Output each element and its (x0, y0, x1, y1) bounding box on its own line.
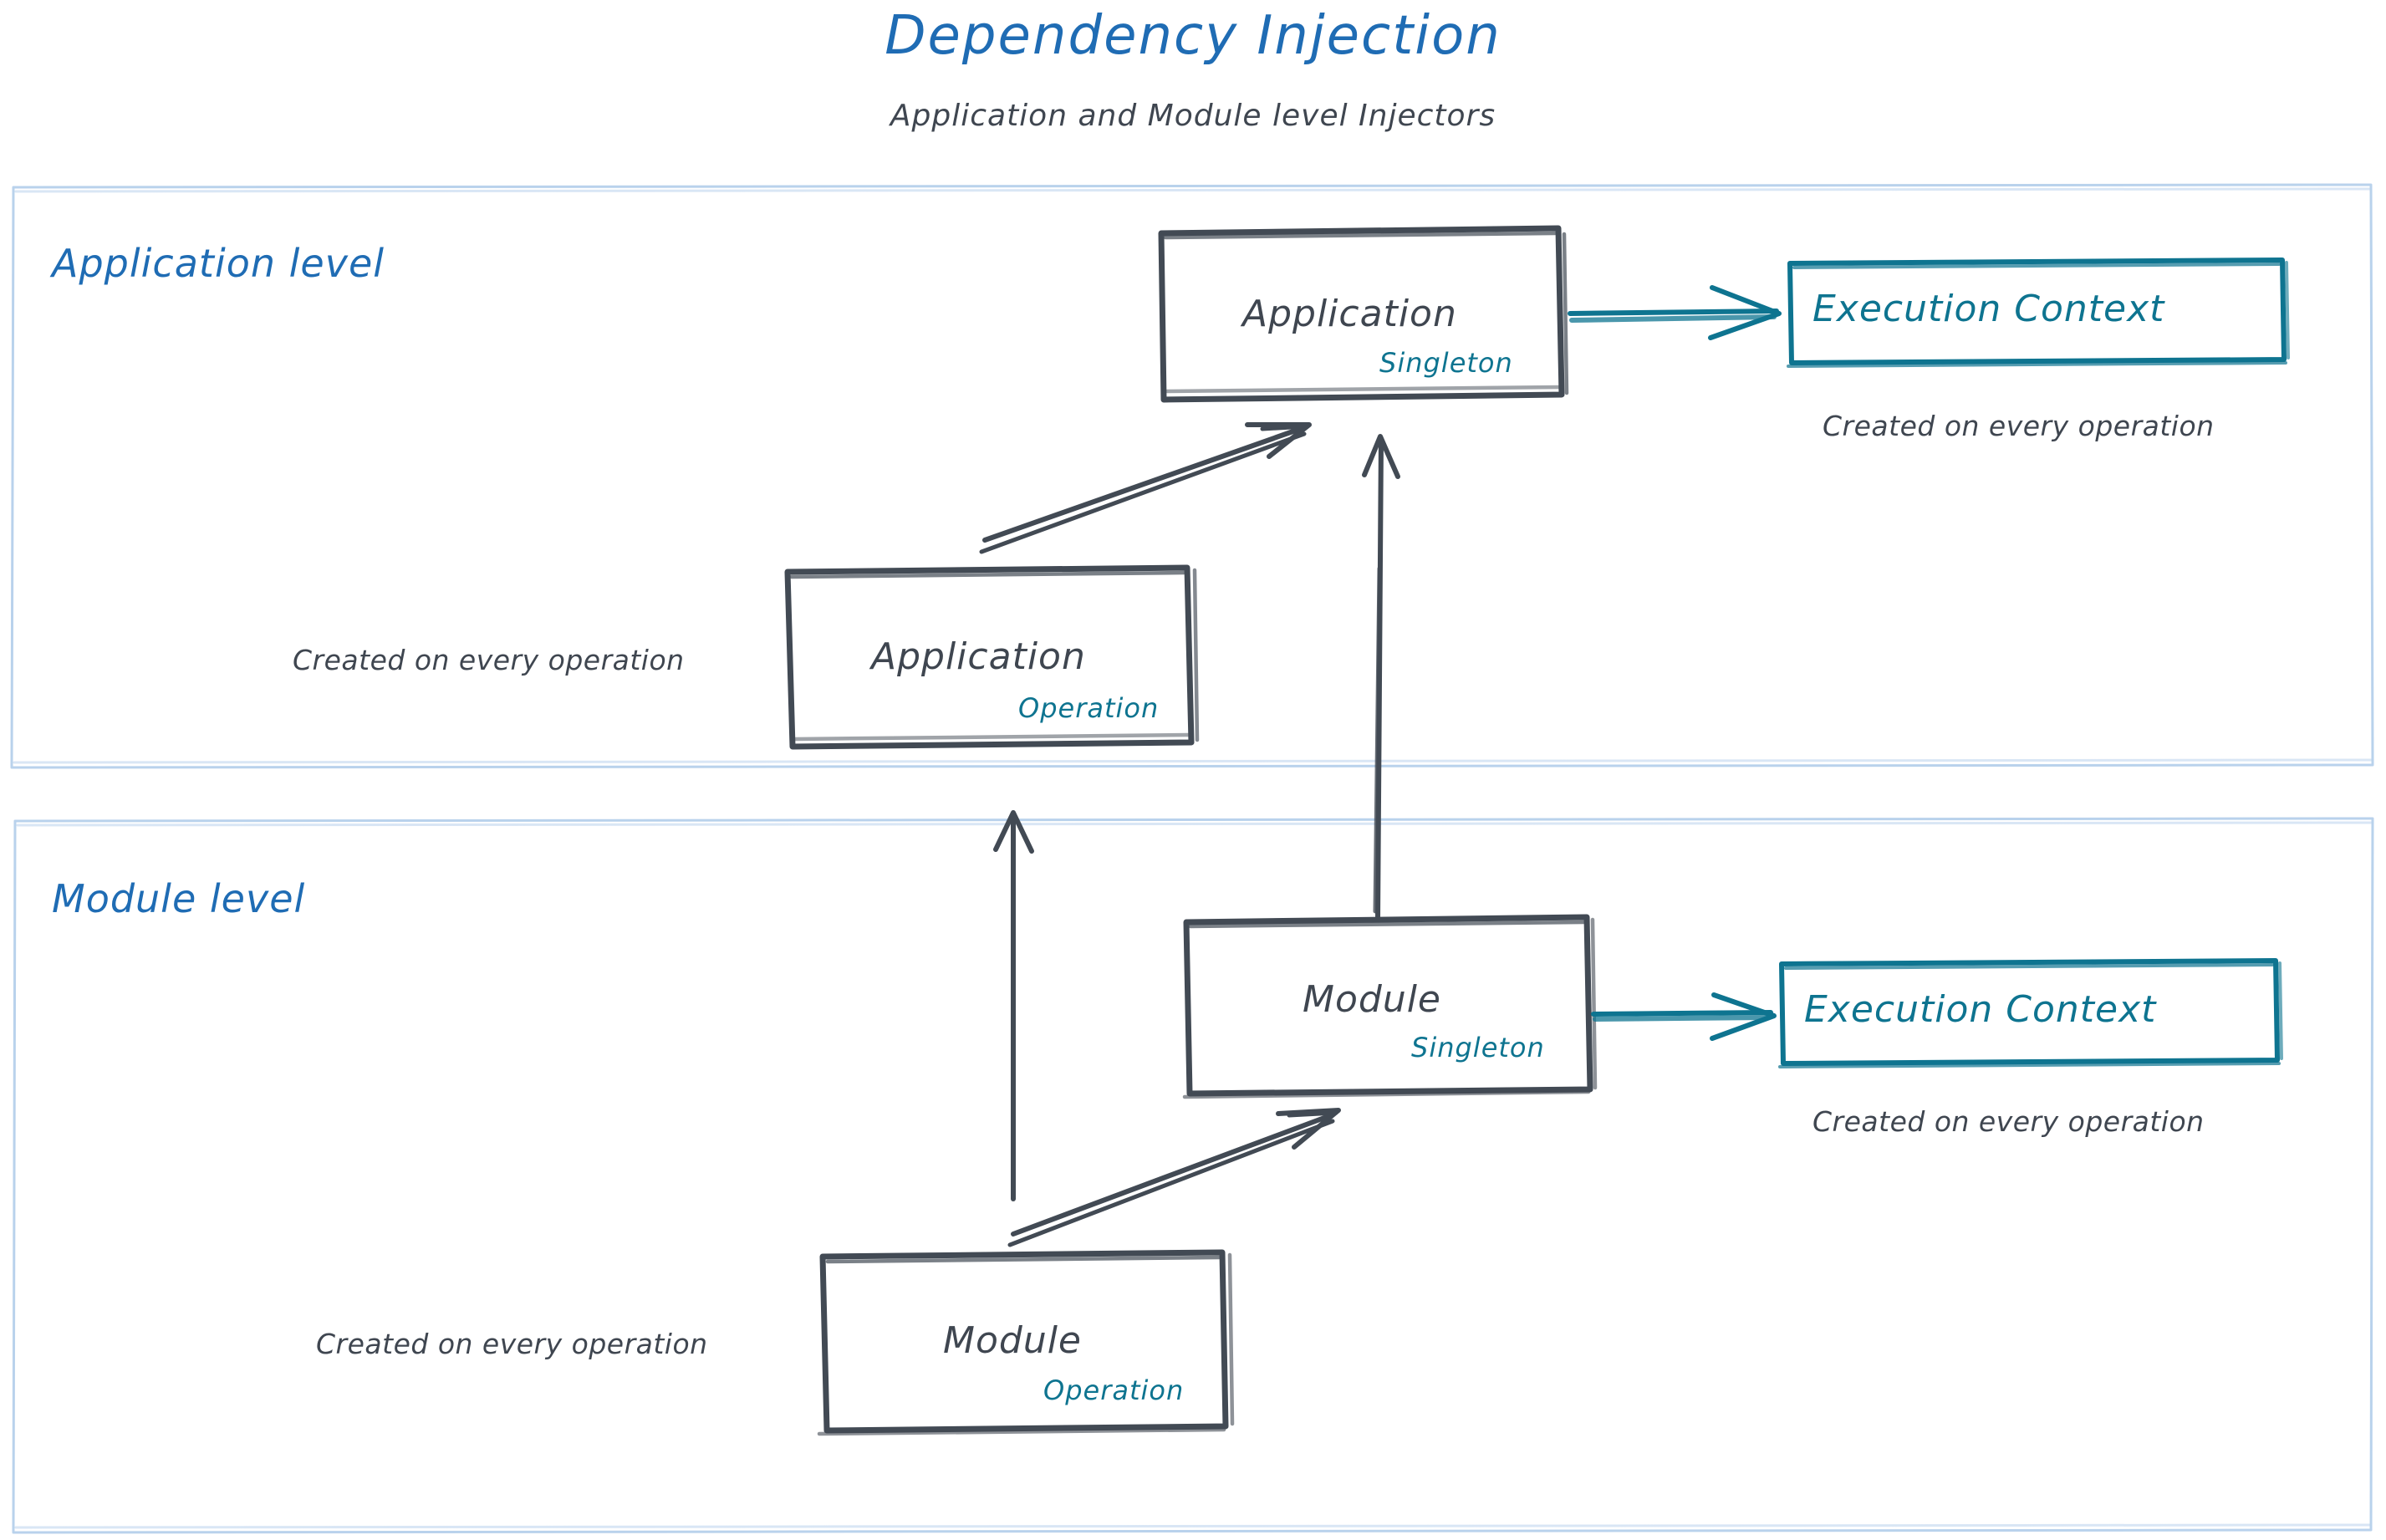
node-scope-application-singleton: Singleton (1379, 347, 1513, 379)
node-label-module-singleton: Module (1303, 978, 1441, 1021)
panel-application-level-border (10, 183, 2374, 769)
edge-module-op-to-module-singleton (1007, 1108, 1341, 1247)
panel-label-application-level: Application level (52, 241, 385, 286)
node-scope-module-singleton: Singleton (1411, 1032, 1545, 1063)
edge-module-op-to-app-op (993, 810, 1034, 1201)
node-module-singleton-box[interactable] (1182, 914, 1598, 1099)
node-label-execution-context-app: Execution Context (1812, 288, 2165, 330)
panel-label-module-level: Module level (52, 876, 306, 921)
node-label-module-operation: Module (943, 1319, 1082, 1362)
edge-module-singleton-to-exec-ctx (1591, 992, 1777, 1041)
edge-app-singleton-to-exec-ctx (1568, 285, 1782, 340)
caption-execution-context-app: Created on every operation (1823, 410, 2215, 442)
page-subtitle: Application and Module level Injectors (890, 99, 1496, 133)
panel-module-level-border (12, 817, 2374, 1534)
node-application-operation-box[interactable] (784, 564, 1200, 750)
node-scope-application-operation: Operation (1018, 692, 1160, 724)
node-module-operation-box[interactable] (817, 1249, 1235, 1436)
caption-execution-context-module: Created on every operation (1812, 1105, 2205, 1138)
caption-module-operation: Created on every operation (316, 1328, 708, 1360)
caption-application-operation: Created on every operation (293, 644, 685, 676)
node-execution-context-module-box[interactable] (1778, 958, 2283, 1068)
page-title: Dependency Injection (885, 5, 1501, 67)
node-label-application-singleton: Application (1242, 293, 1457, 335)
node-label-execution-context-module: Execution Context (1804, 988, 2157, 1031)
node-execution-context-app-box[interactable] (1787, 258, 2290, 368)
node-label-application-operation: Application (871, 635, 1086, 678)
node-application-singleton-box[interactable] (1158, 225, 1569, 403)
node-scope-module-operation: Operation (1043, 1374, 1185, 1406)
edge-module-singleton-to-app-singleton (1362, 434, 1400, 922)
edge-app-op-to-app-singleton (979, 422, 1312, 554)
